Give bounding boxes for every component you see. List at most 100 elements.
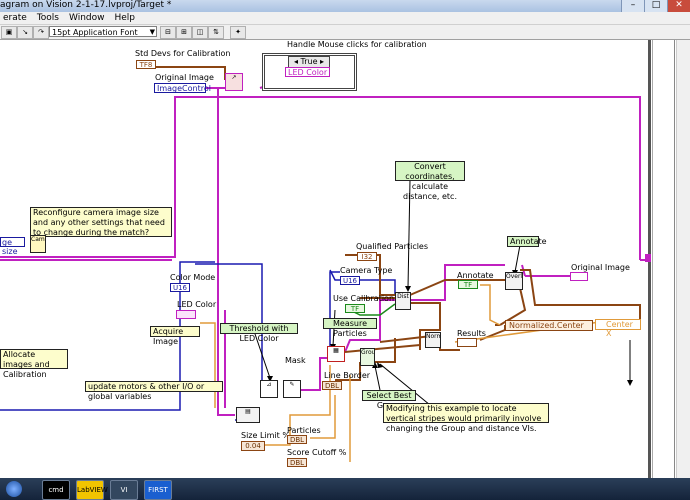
label-original-image-out: Original Image (571, 263, 630, 272)
camera-settings-icon[interactable]: Camera (30, 235, 46, 253)
qualified-particles-indicator[interactable]: I32 (357, 252, 377, 261)
label-color-mode: Color Mode (170, 273, 216, 282)
note-acquire-image: Acquire Image (150, 326, 200, 346)
camera-type-control[interactable]: U16 (340, 276, 360, 285)
step-over-icon[interactable]: ↷ (33, 26, 49, 39)
start-orb-icon[interactable] (6, 481, 22, 497)
overlay-vi-icon[interactable]: Overlay (505, 272, 523, 290)
label-original-image: Original Image (155, 73, 214, 82)
allocate-cluster-icon[interactable]: ▤ (236, 407, 260, 423)
case-next-icon[interactable]: ▸ (320, 57, 325, 66)
normalize-vi-icon[interactable]: Normal (425, 332, 441, 348)
shift-register-tunnel (645, 254, 651, 262)
loop-edge-inner (652, 40, 653, 478)
label-led-color: LED Color (177, 300, 217, 309)
font-select[interactable]: 15pt Application Font ▼ (49, 26, 157, 37)
note-allocate: Allocate images and Calibration (0, 349, 68, 379)
menu-help[interactable]: Help (114, 13, 136, 23)
label-size-limit: Size Limit % (241, 431, 290, 440)
group-vi-icon[interactable]: Group (360, 348, 375, 366)
threshold-vi-icon[interactable]: ⊿ (260, 380, 278, 398)
note-annotate: Annotate (507, 236, 547, 247)
note-select-best: Select Best Group (362, 390, 416, 410)
led-color-indicator[interactable]: LED Color (285, 67, 330, 77)
taskbar-labview[interactable]: LabVIEW (76, 480, 108, 500)
mask-vi-icon[interactable]: ✎ (283, 380, 301, 398)
taskbar-first-label: FIRST (148, 486, 168, 494)
note-modifying: Modifying this example to locate vertica… (383, 403, 549, 433)
line-border-control[interactable]: DBL (322, 381, 342, 390)
note-convert-coords: Convert coordinates, calculate distance,… (395, 161, 465, 201)
taskbar: cmd LabVIEW VI FIRST (0, 478, 690, 500)
note-measure-particles: Measure Particles (323, 318, 377, 338)
normalized-center-unbundle[interactable]: Normalized.Center (505, 320, 593, 331)
taskbar-first[interactable]: FIRST (144, 480, 172, 500)
menu-tools[interactable]: Tools (36, 13, 59, 23)
align-objects-icon[interactable]: ⊟ (160, 26, 176, 39)
case-selector[interactable]: ◂ True ▸ (288, 56, 330, 68)
image-wire-top (0, 96, 641, 260)
use-calibration-control[interactable]: TF (345, 304, 365, 313)
original-image-indicator[interactable] (570, 272, 588, 281)
image-to-pixel-icon[interactable]: ↗ (225, 73, 243, 91)
label-results: Results (457, 329, 486, 338)
maximize-button[interactable]: □ (644, 0, 667, 12)
close-button[interactable]: ✕ (667, 0, 690, 12)
minimize-button[interactable]: – (621, 0, 644, 12)
taskbar-labview-label: LabVIEW (77, 486, 108, 494)
window-title-bar: agram on Vision 2-1-17.lvproj/Target * –… (0, 0, 690, 12)
menu-window[interactable]: Window (69, 13, 105, 23)
label-mask: Mask (285, 356, 306, 365)
retain-wire-icon[interactable]: ▣ (1, 26, 17, 39)
toolbar: ▣ ↘ ↷ 15pt Application Font ▼ ⊟ ⊞ ◫ ⇅ ✦ (0, 25, 690, 40)
center-x-indicator[interactable]: Center X (595, 319, 641, 338)
note-threshold: Threshold with LED Color (220, 323, 298, 343)
color-mode-control[interactable]: U16 (170, 283, 190, 292)
label-std-devs: Std Devs for Calibration (135, 49, 231, 58)
note-update-motors: update motors & other I/O or global vari… (85, 381, 223, 401)
image-wire-vertical (217, 88, 235, 416)
while-loop-border (645, 40, 690, 478)
image-size-terminal[interactable]: ge size (0, 237, 25, 256)
label-score-cutoff: Score Cutoff % (287, 448, 347, 457)
vertical-scrollbar[interactable] (676, 40, 690, 478)
case-prev-icon[interactable]: ◂ (293, 57, 298, 66)
led-color-control[interactable] (176, 310, 196, 319)
label-use-calibration: Use Calibration (333, 294, 395, 303)
image-control-terminal[interactable]: ImageControl (154, 83, 211, 93)
menu-operate[interactable]: erate (3, 13, 27, 23)
std-devs-control[interactable]: TF8 (136, 60, 156, 69)
taskbar-vi[interactable]: VI (110, 480, 138, 500)
results-indicator[interactable] (457, 338, 477, 347)
case-selector-value: True (300, 57, 318, 66)
distribute-objects-icon[interactable]: ⊞ (176, 26, 192, 39)
scrollbar-track (674, 40, 675, 478)
chevron-down-icon: ▼ (149, 28, 155, 36)
annotate-control[interactable]: TF (458, 280, 478, 289)
menu-bar: erate Tools Window Help (0, 12, 690, 25)
taskbar-cmd-label: cmd (48, 486, 64, 494)
label-qualified-particles: Qualified Particles (356, 242, 429, 251)
block-diagram[interactable]: Std Devs for Calibration TF8 Original Im… (0, 40, 690, 478)
distance-vi-icon[interactable]: Dist (395, 292, 411, 310)
particles-control[interactable]: DBL (287, 435, 307, 444)
window-controls: – □ ✕ (621, 0, 690, 12)
size-limit-control[interactable]: 0.04 (241, 441, 265, 451)
step-into-icon[interactable]: ↘ (17, 26, 33, 39)
reorder-icon[interactable]: ⇅ (208, 26, 224, 39)
window-title: agram on Vision 2-1-17.lvproj/Target * (0, 0, 172, 10)
taskbar-vi-label: VI (120, 486, 128, 494)
label-annotate: Annotate (457, 271, 494, 280)
label-particles: Particles (287, 426, 321, 435)
taskbar-cmd[interactable]: cmd (42, 480, 70, 500)
resize-objects-icon[interactable]: ◫ (192, 26, 208, 39)
label-line-border: Line Border (324, 371, 371, 380)
label-camera-type: Camera Type (340, 266, 393, 275)
font-select-value: 15pt Application Font (52, 28, 138, 37)
cleanup-diagram-icon[interactable]: ✦ (230, 26, 246, 39)
wire-layer (0, 66, 690, 462)
particle-analysis-icon[interactable]: ▦ (327, 346, 345, 362)
score-cutoff-control[interactable]: DBL (287, 458, 307, 467)
note-reconfigure: Reconfigure camera image size and any ot… (30, 207, 172, 237)
label-handle-mouse: Handle Mouse clicks for calibration (287, 40, 427, 49)
